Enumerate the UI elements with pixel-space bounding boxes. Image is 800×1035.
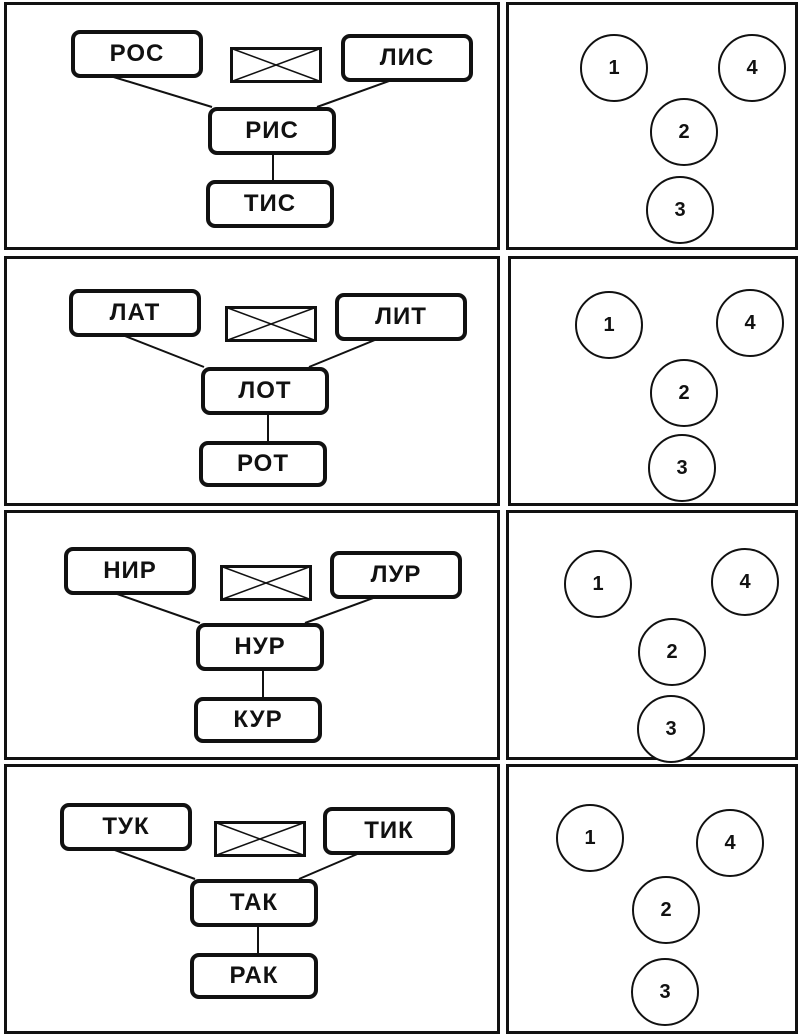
word-box-bottom[interactable]: КУР	[194, 697, 322, 743]
word-box-middle[interactable]: РИС	[208, 107, 336, 155]
circle-2[interactable]: 2	[638, 618, 706, 686]
circle-3[interactable]: 3	[646, 176, 714, 244]
numbered-circles-panel: 1 4 2 3	[506, 764, 798, 1034]
word-box-middle[interactable]: ТАК	[190, 879, 318, 927]
word-box-top-right[interactable]: ЛУР	[330, 551, 462, 599]
exercise-row-2: ЛАТ ЛИТ ЛОТ РОТ 1 4 2 3	[0, 256, 800, 508]
exercise-row-4: ТУК ТИК ТАК РАК 1 4 2 3	[0, 764, 800, 1034]
word-box-top-left[interactable]: РОС	[71, 30, 203, 78]
connector-lines	[106, 74, 390, 180]
circle-1[interactable]: 1	[556, 804, 624, 872]
crossed-box-icon	[225, 306, 317, 342]
circle-2[interactable]: 2	[632, 876, 700, 944]
circle-2[interactable]: 2	[650, 98, 718, 166]
crossed-box-icon	[230, 47, 322, 83]
circle-3[interactable]: 3	[648, 434, 716, 502]
word-box-bottom[interactable]: РАК	[190, 953, 318, 999]
word-box-middle[interactable]: НУР	[196, 623, 324, 671]
circle-4[interactable]: 4	[711, 548, 779, 616]
numbered-circles-panel: 1 4 2 3	[506, 510, 798, 763]
exercise-row-1: РОС ЛИС РИС ТИС 1 4 2 3	[0, 0, 800, 252]
word-box-top-left[interactable]: НИР	[64, 547, 196, 595]
circle-3[interactable]: 3	[637, 695, 705, 763]
word-box-top-right[interactable]: ЛИТ	[335, 293, 467, 341]
crossed-box-icon	[214, 821, 306, 857]
numbered-circles-panel: 1 4 2 3	[506, 2, 798, 250]
word-box-top-right[interactable]: ТИК	[323, 807, 455, 855]
word-box-top-right[interactable]: ЛИС	[341, 34, 473, 82]
word-box-bottom[interactable]: ТИС	[206, 180, 334, 228]
circle-1[interactable]: 1	[564, 550, 632, 618]
circle-1[interactable]: 1	[575, 291, 643, 359]
exercise-row-3: НИР ЛУР НУР КУР 1 4 2 3	[0, 510, 800, 763]
word-box-top-left[interactable]: ЛАТ	[69, 289, 201, 337]
circle-1[interactable]: 1	[580, 34, 648, 102]
circle-3[interactable]: 3	[631, 958, 699, 1026]
circle-4[interactable]: 4	[716, 289, 784, 357]
word-diagram-panel: НИР ЛУР НУР КУР	[4, 510, 500, 760]
word-diagram-panel: РОС ЛИС РИС ТИС	[4, 2, 500, 250]
crossed-box-icon	[220, 565, 312, 601]
numbered-circles-panel: 1 4 2 3	[508, 256, 798, 506]
circle-4[interactable]: 4	[718, 34, 786, 102]
word-box-top-left[interactable]: ТУК	[60, 803, 192, 851]
circle-4[interactable]: 4	[696, 809, 764, 877]
word-diagram-panel: ЛАТ ЛИТ ЛОТ РОТ	[4, 256, 500, 506]
circle-2[interactable]: 2	[650, 359, 718, 427]
word-box-bottom[interactable]: РОТ	[199, 441, 327, 487]
word-diagram-panel: ТУК ТИК ТАК РАК	[4, 764, 500, 1034]
word-box-middle[interactable]: ЛОТ	[201, 367, 329, 415]
